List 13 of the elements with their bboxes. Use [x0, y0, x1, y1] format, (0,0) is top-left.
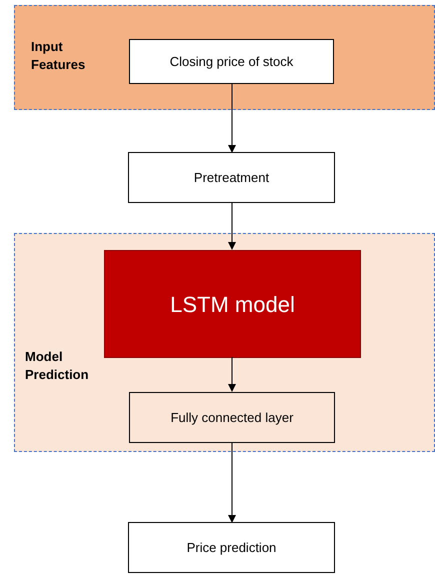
process-box: Closing price of stock: [129, 39, 334, 84]
arrow: [228, 82, 236, 153]
arrow: [228, 202, 236, 250]
process-box: Fully connected layer: [129, 392, 335, 443]
model-box: LSTM model: [104, 250, 361, 358]
group-label: Model Prediction: [25, 348, 90, 384]
process-box: Pretreatment: [128, 152, 335, 203]
process-box: Price prediction: [128, 522, 335, 573]
arrow: [228, 442, 236, 523]
group-band: [14, 5, 435, 110]
group-label: Input Features: [31, 38, 86, 74]
group-band: [14, 233, 435, 452]
arrow: [228, 356, 236, 392]
